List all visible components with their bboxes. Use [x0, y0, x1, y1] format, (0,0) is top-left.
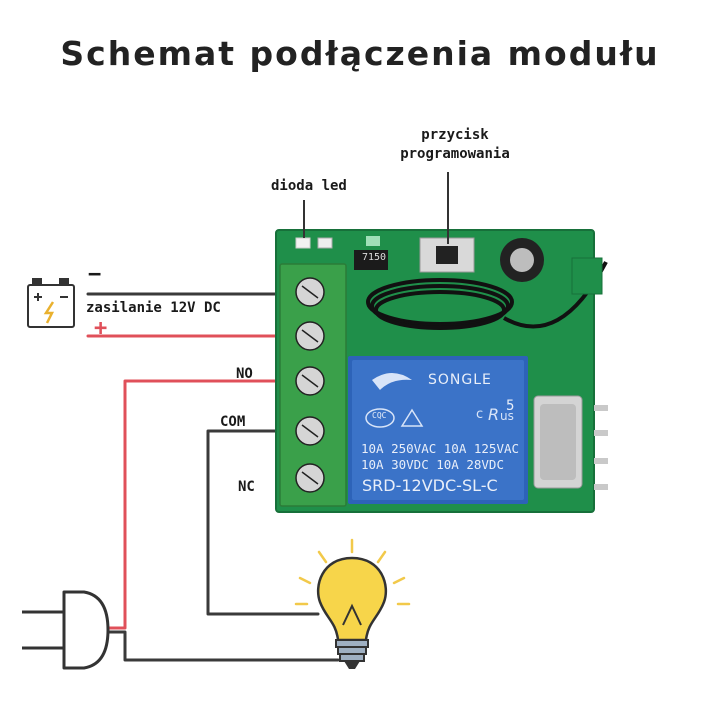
relay-cert-label: CQC	[372, 411, 387, 420]
terminal-block	[279, 263, 347, 507]
nc-label: NC	[238, 479, 255, 495]
no-label: NO	[236, 366, 253, 382]
no-wire	[106, 379, 302, 630]
minus-label: −	[88, 262, 102, 287]
relay-rating-1: 10A 250VAC 10A 125VAC	[361, 441, 520, 456]
screw-nc	[295, 463, 325, 493]
screw-plus	[295, 321, 325, 351]
relay-rating-2: 10A 30VDC 10A 28VDC	[361, 457, 504, 472]
battery-icon	[27, 278, 75, 328]
relay-model: SRD-12VDC-SL-C	[362, 476, 498, 495]
svg-text:R: R	[488, 405, 499, 424]
svg-text:us: us	[500, 409, 514, 423]
neutral-wire	[106, 630, 340, 662]
svg-text:c: c	[476, 407, 483, 422]
page-title: Schemat podłączenia modułu	[60, 34, 660, 73]
power-label: zasilanie 12V DC	[86, 300, 221, 316]
screw-no	[295, 366, 325, 396]
screw-com	[295, 416, 325, 446]
plus-label: +	[94, 316, 108, 341]
wires	[86, 292, 340, 662]
relay-number: 5	[506, 398, 515, 414]
led-label: dioda led	[271, 178, 347, 194]
relay-brand: SONGLE	[428, 372, 492, 388]
com-label: COM	[220, 414, 246, 430]
plug-icon	[22, 590, 110, 670]
button-label: przycisk programowania	[400, 127, 510, 162]
chip-label: 7150	[362, 252, 387, 263]
terminal-screws	[295, 277, 325, 493]
com-wire	[206, 429, 320, 616]
relay-module-board: c R us	[275, 229, 608, 513]
screw-minus	[295, 277, 325, 307]
bulb-icon	[294, 538, 411, 669]
